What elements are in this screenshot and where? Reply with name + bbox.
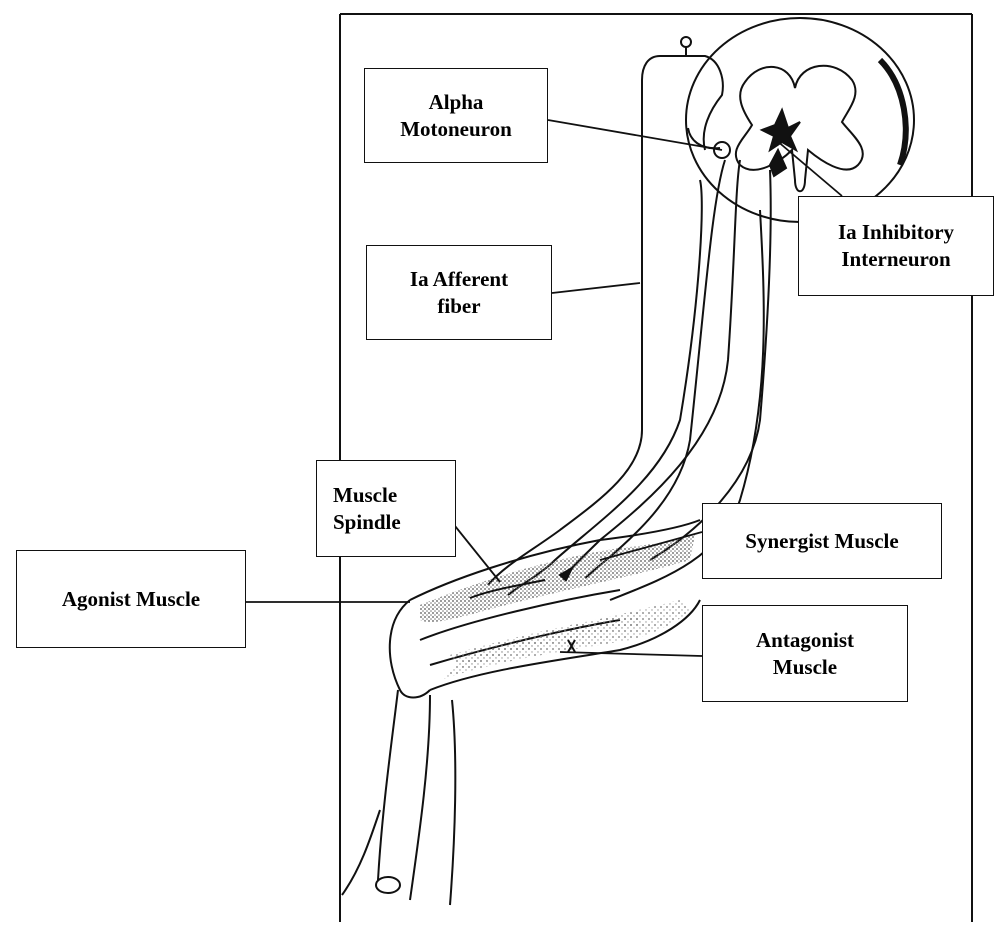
label-antagonist-muscle: Antagonist Muscle: [702, 605, 908, 702]
label-muscle-spindle: Muscle Spindle: [316, 460, 456, 557]
ia-afferent-line2: fiber: [437, 293, 480, 320]
alpha-motoneuron-line2: Motoneuron: [400, 116, 512, 143]
antagonist-muscle-line2: Muscle: [773, 654, 837, 681]
label-synergist-muscle: Synergist Muscle: [702, 503, 942, 579]
label-ia-afferent-fiber: Ia Afferent fiber: [366, 245, 552, 340]
label-ia-inhibitory-interneuron: Ia Inhibitory Interneuron: [798, 196, 994, 296]
spinal-cord: [686, 18, 914, 222]
ia-inhibitory-line2: Interneuron: [841, 246, 950, 273]
muscle-spindle-line1: Muscle: [333, 482, 397, 509]
label-agonist-muscle: Agonist Muscle: [16, 550, 246, 648]
ia-inhibitory-line1: Ia Inhibitory: [838, 219, 954, 246]
antagonist-muscle-line1: Antagonist: [756, 627, 854, 654]
alpha-motoneuron-line1: Alpha: [429, 89, 484, 116]
synergist-muscle-text: Synergist Muscle: [745, 528, 898, 555]
muscle-spindle-line2: Spindle: [333, 509, 401, 536]
agonist-muscle-text: Agonist Muscle: [62, 586, 200, 613]
label-alpha-motoneuron: Alpha Motoneuron: [364, 68, 548, 163]
ia-afferent-line1: Ia Afferent: [410, 266, 508, 293]
